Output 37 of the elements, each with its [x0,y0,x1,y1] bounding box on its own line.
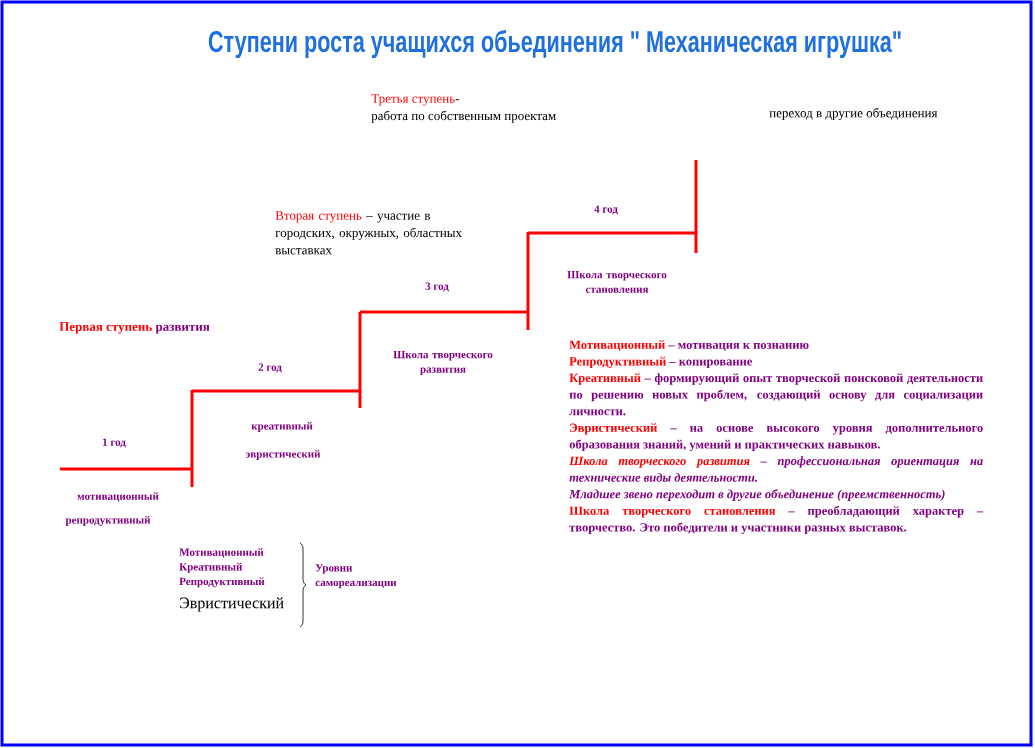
label: – формирующий опыт творческой поисковой деятельности [644,373,983,385]
label: Школа творческого становления [569,506,776,518]
label: личности. [569,409,626,416]
description-text: Мотивационный – мотивация к познанию Репродуктивный – копирование Креативный – формирующий опыт творческой поисковой деятельности по решению новых проблем, создающий основу для социализации личности. Эвристический – на основе высокого уровня дополнительного образования знаний, умений и практических навыков. Школа творческого развития – профессиональная ориентация на технические виды деятельности. Младшее звено переходит в другие объединение (преемственность) Школа творческого становления – преобладающий характер – творчество. Это победители и участники разных выставок. [569,340,984,535]
label: – копирование [669,359,752,369]
label: Репродуктивный [569,356,666,369]
stage-caption: переход в другие объединения [769,107,938,121]
school-label: Школа творческого развития [393,350,493,376]
label: Эвристический [570,423,658,435]
title: Ступени роста учащихся обьединения " Механическая игрушка" [208,29,901,59]
label: технические виды деятельности. [569,472,757,482]
label: Школа творческого развития [569,456,750,468]
level-caption: Уровни самореализации [315,564,397,589]
year-label: 1 год [103,438,126,448]
label: – мотивация к познанию [668,342,809,351]
label: – преобладающий характер – [788,505,984,518]
label: образования знаний, умений и практических навыков. [569,439,880,452]
level-list: Эвристический [180,597,284,612]
level-label: репродуктивный [65,516,151,526]
level-list: Мотивационный Креативный Репродуктивный [179,548,265,588]
label: по решению новых проблем, создающий основу для социализации [569,389,983,402]
year-label: 2 год [258,363,282,373]
label: Младшее звено переходит в другие объединение (преемственность) [569,489,945,501]
label: Креативный [569,373,641,385]
level-label: мотивационный [77,492,159,502]
stage-caption: Вторая ступень – участие в городских, окружных, областных выставках [275,211,462,255]
label: творчество. Это победители и участники разных выставок. [569,522,907,535]
label: Мотивационный [569,340,665,351]
year-label: 4 год [594,205,618,215]
school-label: Школа творческого становления [567,271,667,293]
label: – на основе высокого уровня дополнительного [670,425,983,435]
stage-caption: Третья ступень- работа по собственным проектам [371,94,556,123]
level-label: креативный [251,422,313,432]
stage-caption: Первая ступень развития [59,322,210,334]
level-label: эвристический [245,450,321,460]
label: – профессиональная ориентация на [760,456,983,468]
year-label: 3 год [425,282,449,292]
